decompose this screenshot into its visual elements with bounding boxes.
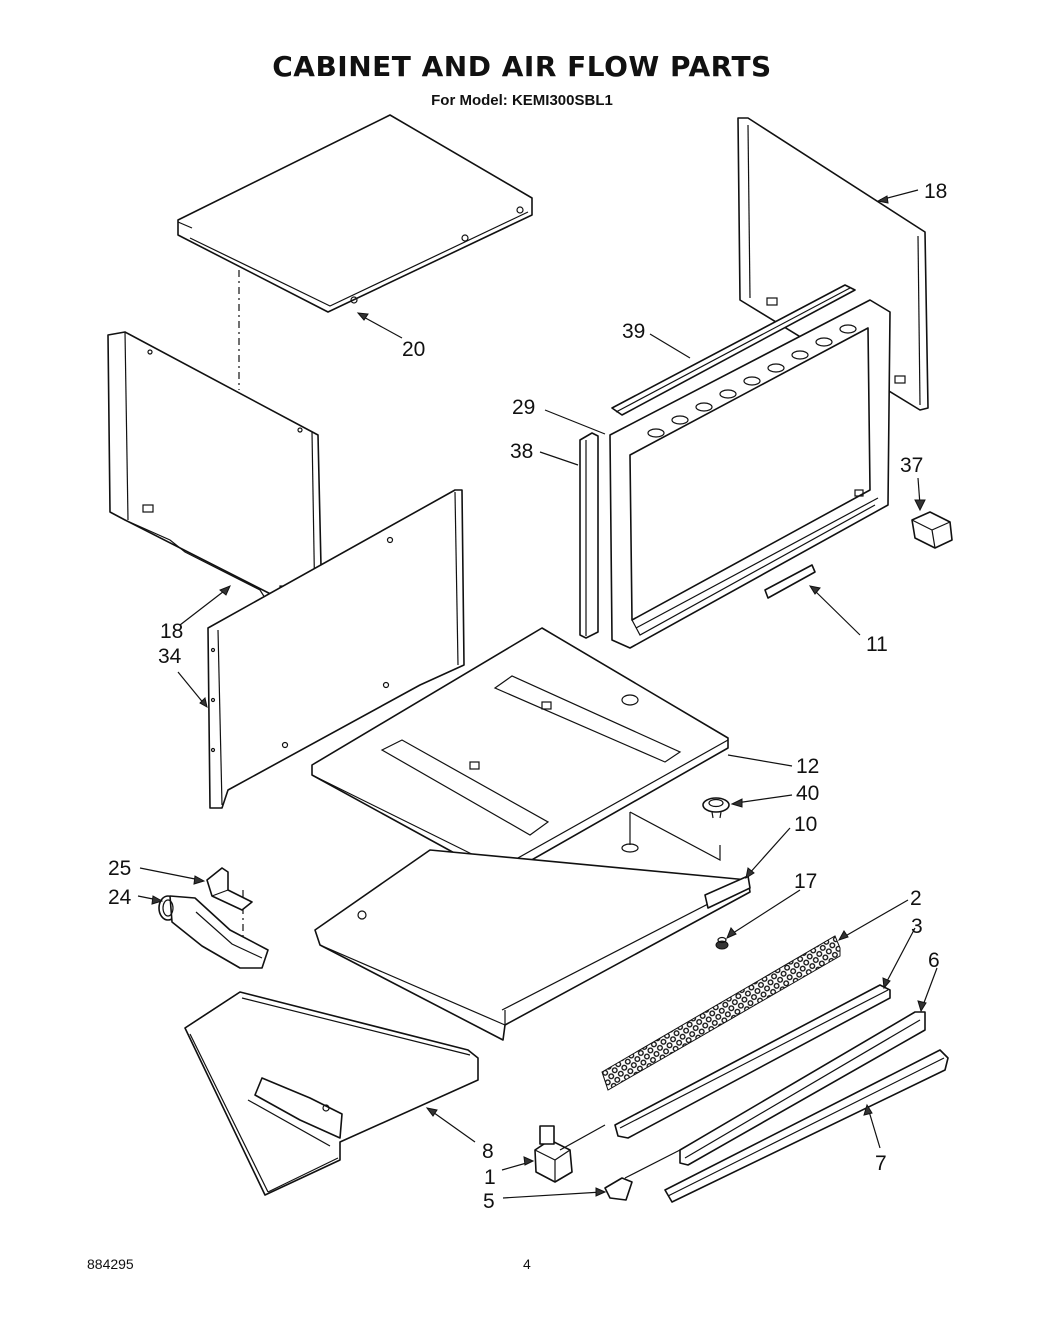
part-20-top-cover (177, 114, 533, 313)
callout-8: 8 (482, 1140, 494, 1163)
part-24-air-duct (158, 895, 269, 969)
part-8-air-guide (184, 991, 479, 1196)
callout-7: 7 (875, 1152, 887, 1175)
callout-18-right: 18 (924, 180, 947, 203)
part-25-bracket (206, 867, 253, 911)
callout-17: 17 (794, 870, 817, 893)
part-10-duct-rail (621, 811, 721, 861)
callout-10: 10 (794, 813, 817, 836)
part-3-strip (614, 984, 891, 1139)
model-subtitle: For Model: KEMI300SBL1 (431, 92, 613, 109)
callout-12: 12 (796, 755, 819, 778)
part-29-front-frame (609, 299, 891, 649)
part-6-trim-rail (679, 1011, 926, 1166)
callout-1: 1 (484, 1166, 496, 1189)
callout-6: 6 (928, 949, 940, 972)
callout-2: 2 (910, 887, 922, 910)
part-18-left-side-panel (107, 331, 323, 615)
callout-37: 37 (900, 454, 923, 477)
callout-labels: 20 18 39 29 38 37 11 18 34 12 40 10 25 2… (108, 180, 947, 1213)
part-38-side-strip (579, 432, 599, 639)
part-40-grommet (702, 797, 730, 819)
callout-20: 20 (402, 338, 425, 361)
base-pan (314, 849, 751, 1041)
page-title: CABINET AND AIR FLOW PARTS (272, 50, 772, 83)
callout-24: 24 (108, 886, 132, 909)
page-number: 4 (523, 1256, 531, 1272)
part-2-mesh-screen (601, 935, 841, 1091)
callout-40: 40 (796, 782, 819, 805)
part-37-block (911, 511, 953, 549)
part-34-side-wall (207, 489, 465, 809)
part-39-top-trim-strip (611, 284, 856, 416)
callout-25: 25 (108, 857, 131, 880)
callout-34: 34 (158, 645, 182, 668)
callout-11: 11 (866, 633, 888, 656)
leader-lines (137, 189, 938, 1199)
callout-18-left: 18 (160, 620, 183, 643)
callout-29: 29 (512, 396, 535, 419)
part-1-latch (534, 1125, 573, 1183)
part-17-fastener (715, 936, 729, 950)
callout-3: 3 (911, 915, 923, 938)
document-number: 884295 (87, 1256, 134, 1272)
callout-39: 39 (622, 320, 645, 343)
part-11-label-plate (764, 564, 816, 599)
callout-5: 5 (483, 1190, 495, 1213)
part-7-bottom-rail (664, 1049, 949, 1203)
part-5-clip (604, 1177, 633, 1201)
callout-38: 38 (510, 440, 533, 463)
